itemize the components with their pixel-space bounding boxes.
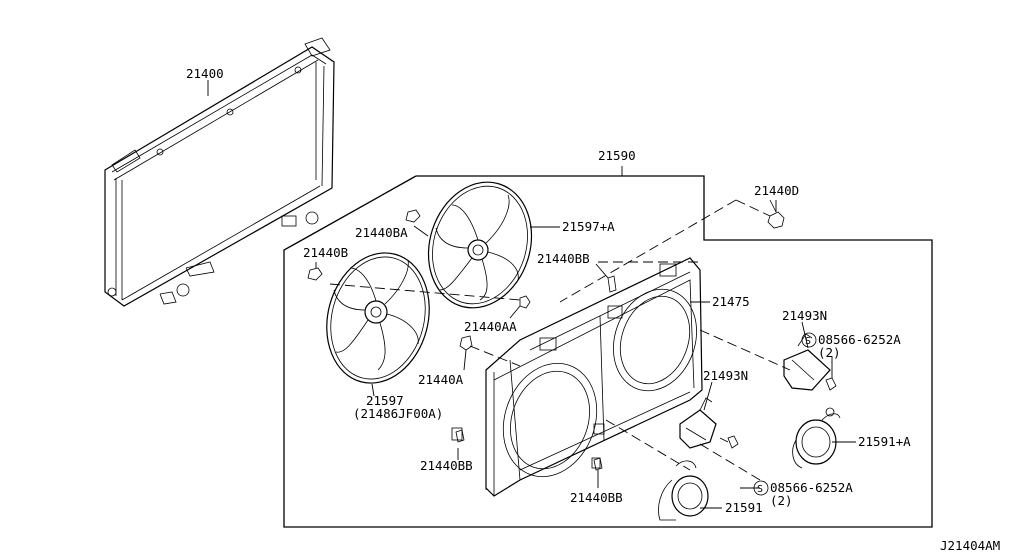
label-motor-a: 21591+A [858,434,911,449]
motor-drawing [658,460,709,521]
label-bolt-aa: 21440AA [464,319,517,334]
screw-symbol-top-letter: S [805,336,811,347]
label-fan-blade-alt: (21486JF00A) [353,406,443,421]
fan-upper-drawing [427,181,533,309]
assembly-frame [283,175,933,528]
label-fan-blade: 21597 [366,393,404,408]
label-shroud: 21475 [712,294,750,309]
label-screw-top: 08566-6252A [818,332,901,347]
label-bolt-b: 21440B [303,245,348,260]
motor-a-drawing [792,407,841,469]
label-bolt-bb-mid: 21440BB [570,490,623,505]
label-screw-bottom: 08566-6252A [770,480,853,495]
bolt-symbols [307,199,837,471]
label-motor: 21591 [725,500,763,515]
resistor-lower-drawing [679,397,717,449]
label-radiator: 21400 [186,66,224,81]
label-bolt-bb-top: 21440BB [537,251,590,266]
screw-symbol-top [801,332,817,348]
part-labels: 21400 21590 21440D 21440BA 21597+A 21440… [186,66,1000,553]
label-resistor-top: 21493N [782,308,827,323]
screw-symbol-bottom-letter: S [757,484,763,495]
label-fan-shroud-assy: 21590 [598,148,636,163]
assembly-lines [329,199,791,481]
label-screw-top-qty: (2) [818,345,841,360]
label-bolt-bb-left: 21440BB [420,458,473,473]
shroud-drawing [451,257,703,497]
label-bolt-d: 21440D [754,183,799,198]
label-bolt-ba: 21440BA [355,225,408,240]
fan-lower-drawing [326,252,430,384]
diagram-code: J21404AM [940,538,1000,553]
label-fan-motor-blade-a: 21597+A [562,219,615,234]
leader-lines [315,166,856,509]
label-screw-bottom-qty: (2) [770,493,793,508]
screw-symbol-bottom [753,480,769,496]
label-bolt-a: 21440A [418,372,464,387]
radiator-drawing [104,37,335,307]
label-resistor-bottom: 21493N [703,368,748,383]
